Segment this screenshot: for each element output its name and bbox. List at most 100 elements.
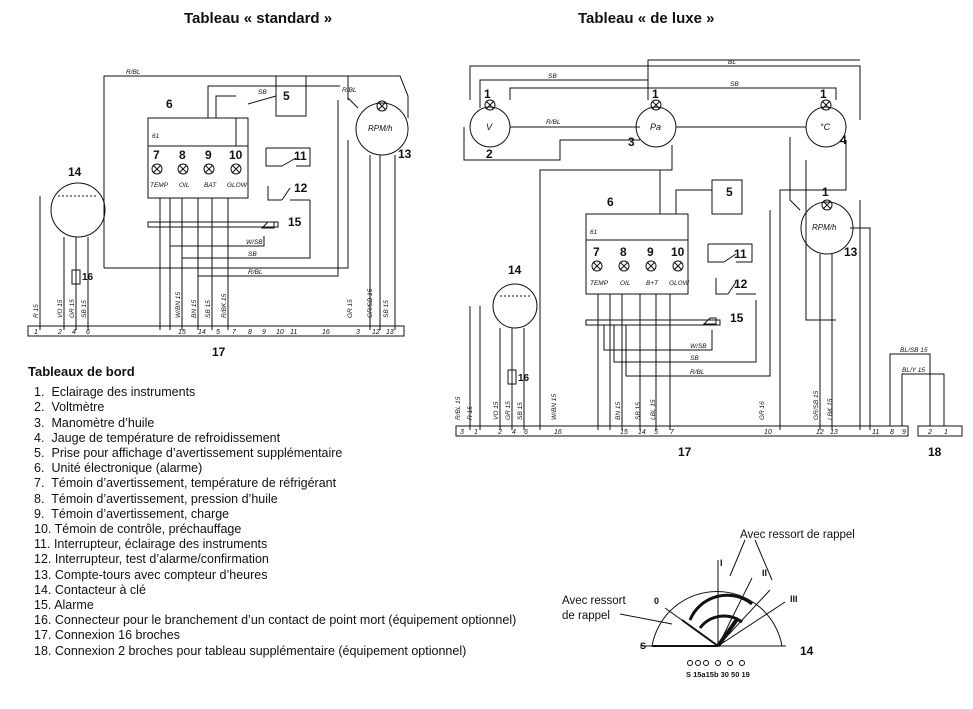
dlx-callout-1a: 1 xyxy=(484,87,491,101)
dlx-pin-label: 3 xyxy=(460,429,464,436)
dlx-aux-pin-label: 2 xyxy=(927,429,932,436)
legend-item-num: 1. xyxy=(34,385,45,400)
std-connector-16 xyxy=(71,269,81,285)
dlx-wire-mid-1: SB xyxy=(690,355,699,362)
std-pin-label: 12 xyxy=(372,329,380,336)
dlx-aux-wire-0: BL/SB 15 xyxy=(900,347,928,354)
std-lamp-label-oil: OIL xyxy=(179,182,190,189)
dlx-electronic-unit xyxy=(585,213,689,295)
dlx-pin-label: 1 xyxy=(474,429,478,436)
legend-item-text: Témoin d’avertissement, pression d’huile xyxy=(51,491,278,506)
dlx-unit-text: 61 xyxy=(590,229,598,236)
legend-item-num: 12. xyxy=(34,552,52,567)
legend-item-num: 8. xyxy=(34,491,45,506)
dlx-callout-5: 5 xyxy=(726,185,733,199)
std-wire-top-0: R/BL xyxy=(126,69,141,76)
legend-item-num: 4. xyxy=(34,430,45,445)
dlx-pin-label: 7 xyxy=(670,429,675,436)
std-pin-label: 16 xyxy=(322,329,330,336)
legend-item: 4. Jauge de température de refroidisseme… xyxy=(28,431,516,446)
std-pin-label: 6 xyxy=(86,329,90,336)
dlx-callout-16: 16 xyxy=(518,373,530,384)
dlx-wire-label: W/BN 15 xyxy=(551,394,558,420)
legend-item-num: 10. xyxy=(34,522,52,537)
dlx-lamp-label-bt: B+T xyxy=(646,280,659,287)
legend-item: 3. Manomètre d’huile xyxy=(28,416,516,431)
dlx-wire-label: VO 15 xyxy=(493,401,500,420)
dlx-gauge-v: V xyxy=(486,122,493,132)
legend-item-num: 5. xyxy=(34,446,45,461)
std-lamps xyxy=(151,163,242,175)
dlx-wire-label: SB 15 xyxy=(517,402,524,420)
dlx-callout-17: 17 xyxy=(678,445,692,459)
dlx-wire-label: R/BL 15 xyxy=(455,396,462,420)
dlx-wire-label: R 15 xyxy=(467,406,474,420)
std-pin-label: 3 xyxy=(356,329,360,336)
legend-item: 13. Compte-tours avec compteur d’heures xyxy=(28,568,516,583)
key-return-spring-left-2: de rappel xyxy=(562,610,610,622)
legend-item-text: Interrupteur, test d’alarme/confirmation xyxy=(54,552,269,567)
legend-item-text: Connexion 16 broches xyxy=(54,628,180,643)
legend-item-text: Eclairage des instruments xyxy=(51,385,196,400)
std-wire-label: VO 15 xyxy=(57,299,64,318)
dlx-pin-label: 11 xyxy=(872,429,879,436)
key-pos-I: I xyxy=(720,558,723,568)
std-pin-label: 9 xyxy=(262,329,266,336)
std-callout-16: 16 xyxy=(82,272,94,283)
dlx-callout-11: 11 xyxy=(734,247,747,261)
legend-item-num: 18. xyxy=(34,643,52,658)
dlx-wire-label: GR 16 xyxy=(759,401,766,420)
legend-item-num: 13. xyxy=(34,567,52,582)
std-unit-text: 61 xyxy=(152,133,160,140)
std-wire-label: R/BK 15 xyxy=(221,293,228,318)
dlx-pin-label: 6 xyxy=(524,429,528,436)
dlx-callout-15: 15 xyxy=(730,311,744,325)
legend-item-num: 9. xyxy=(34,506,45,521)
dlx-callout-1c: 1 xyxy=(820,87,827,101)
key-return-spring-top: Avec ressort de rappel xyxy=(740,529,855,541)
dlx-wire-label: LBK 15 xyxy=(827,398,834,420)
legend-item: 10. Témoin de contrôle, préchauffage xyxy=(28,522,516,537)
legend-item: 7. Témoin d’avertissement, température d… xyxy=(28,476,516,491)
std-pin-label: 7 xyxy=(232,329,237,336)
dlx-wire-top-1: SB xyxy=(548,73,557,80)
std-lamp-label-bat: BAT xyxy=(204,182,217,189)
std-pin-label: 8 xyxy=(248,329,252,336)
dlx-connector-18 xyxy=(917,425,963,437)
std-pin-label: 13 xyxy=(386,329,394,336)
dlx-socket-5 xyxy=(711,179,743,215)
dlx-wire-top-0: BL xyxy=(728,59,736,66)
legend-item: 11. Interrupteur, éclairage des instrume… xyxy=(28,537,516,552)
std-wire-top-2: R/BL xyxy=(342,87,357,94)
std-callout-13: 13 xyxy=(398,147,412,161)
std-pin-label: 14 xyxy=(198,329,206,336)
dlx-lamp-label-glow: GLOW xyxy=(669,280,690,287)
std-wire-label: SB 15 xyxy=(205,300,212,318)
std-wire-mid-2: R/BL xyxy=(248,269,263,276)
legend-item-num: 17. xyxy=(34,628,52,643)
std-wire-label: GR/SB 15 xyxy=(367,288,374,318)
legend-item: 5. Prise pour affichage d’avertissement … xyxy=(28,446,516,461)
legend: Tableaux de bord 1. Eclairage des instru… xyxy=(28,364,516,659)
std-wire-top-1: SB xyxy=(258,89,267,96)
dlx-callout-14: 14 xyxy=(508,263,522,277)
dlx-lamps xyxy=(591,260,684,272)
dlx-wire-top-2: SB xyxy=(730,81,739,88)
std-tachometer xyxy=(355,102,409,156)
std-lamp-num-8: 8 xyxy=(179,148,186,162)
legend-heading: Tableaux de bord xyxy=(28,364,135,379)
dlx-pin-label: 12 xyxy=(816,429,824,436)
dlx-pin-label: 10 xyxy=(764,429,772,436)
dlx-lamp-num-9: 9 xyxy=(647,245,654,259)
std-wire-label: SB 15 xyxy=(383,300,390,318)
dlx-pin-label: 13 xyxy=(830,429,838,436)
key-terminals: S 15a15b 30 50 19 xyxy=(686,670,750,679)
dlx-pin-label: 5 xyxy=(654,429,658,436)
legend-item-num: 6. xyxy=(34,461,45,476)
dlx-gauge-c: °C xyxy=(820,122,831,132)
std-lamp-num-9: 9 xyxy=(205,148,212,162)
legend-item-num: 3. xyxy=(34,415,45,430)
dlx-lamp-num-7: 7 xyxy=(593,245,600,259)
dlx-callout-18: 18 xyxy=(928,445,942,459)
